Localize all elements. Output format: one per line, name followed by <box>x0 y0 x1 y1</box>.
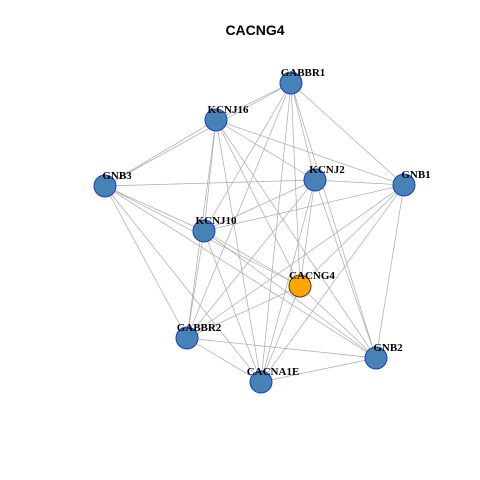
edge-gnb1-cacng4 <box>299 184 405 287</box>
node-gabbr2[interactable] <box>175 326 199 350</box>
edge-kcnj2-gnb2 <box>314 179 377 359</box>
node-kcnj2[interactable] <box>303 168 327 192</box>
edge-kcnj2-kcnj10 <box>203 179 316 232</box>
node-gnb3[interactable] <box>93 174 117 198</box>
edge-kcnj2-gnb3 <box>104 179 316 187</box>
edge-gnb3-gnb2 <box>104 185 377 359</box>
node-label-kcnj10: KCNJ10 <box>196 215 237 227</box>
edge-gnb2-cacna1e <box>260 357 377 383</box>
edge-gabbr2-gnb2 <box>186 337 377 359</box>
node-label-kcnj2: KCNJ2 <box>309 164 345 176</box>
node-label-gabbr1: GABBR1 <box>281 67 326 79</box>
edge-kcnj10-cacna1e <box>203 230 262 383</box>
edge-kcnj16-gnb1 <box>215 119 405 186</box>
edge-kcnj2-cacna1e <box>260 179 316 383</box>
edge-gnb3-gabbr2 <box>104 185 188 339</box>
edge-gabbr1-gnb3 <box>104 82 292 187</box>
node-label-gnb1: GNB1 <box>401 169 430 181</box>
edge-gabbr1-kcnj16 <box>215 82 292 121</box>
edge-kcnj16-gnb2 <box>215 119 377 359</box>
diagram-title: CACNG4 <box>225 22 284 38</box>
node-label-gnb2: GNB2 <box>373 342 403 354</box>
edge-gabbr1-gabbr2 <box>186 82 292 339</box>
edge-kcnj16-gnb3 <box>104 119 217 187</box>
edge-gnb1-gnb2 <box>375 184 405 359</box>
edge-kcnj2-cacng4 <box>299 179 316 287</box>
edge-gabbr1-gnb1 <box>290 82 405 186</box>
edge-gabbr1-gnb2 <box>290 82 377 359</box>
edge-kcnj10-gnb2 <box>203 230 377 359</box>
node-cacng4[interactable] <box>288 274 312 298</box>
edge-kcnj16-cacng4 <box>215 119 301 287</box>
edge-cacng4-cacna1e <box>260 285 301 383</box>
edge-gnb3-cacna1e <box>104 185 262 383</box>
node-layer <box>93 71 416 394</box>
node-gabbr1[interactable] <box>279 71 303 95</box>
edge-kcnj16-kcnj2 <box>215 119 316 181</box>
edge-kcnj10-gabbr2 <box>186 230 205 339</box>
node-label-cacng4: CACNG4 <box>289 270 335 282</box>
edge-gnb1-gabbr2 <box>186 184 405 339</box>
edge-gnb3-kcnj10 <box>104 185 205 232</box>
edge-gnb1-cacna1e <box>260 184 405 383</box>
edge-kcnj2-gabbr2 <box>186 179 316 339</box>
edge-kcnj10-cacng4 <box>203 230 301 287</box>
node-label-kcnj16: KCNJ16 <box>208 104 249 116</box>
edge-gabbr1-kcnj10 <box>203 82 292 232</box>
node-label-cacna1e: CACNA1E <box>247 366 300 378</box>
node-kcnj10[interactable] <box>192 219 216 243</box>
edge-gnb1-kcnj10 <box>203 184 405 232</box>
edge-kcnj16-kcnj10 <box>203 119 217 232</box>
edge-kcnj2-gnb1 <box>314 179 405 186</box>
edge-cacng4-gabbr2 <box>186 285 301 339</box>
node-cacna1e[interactable] <box>249 370 273 394</box>
node-label-gabbr2: GABBR2 <box>177 322 222 334</box>
node-gnb2[interactable] <box>364 346 388 370</box>
node-gnb1[interactable] <box>392 173 416 197</box>
edge-layer <box>104 82 405 383</box>
edge-cacng4-gnb2 <box>299 285 377 359</box>
node-kcnj16[interactable] <box>204 108 228 132</box>
edge-gabbr1-cacng4 <box>290 82 301 287</box>
node-label-gnb3: GNB3 <box>102 170 132 182</box>
edge-gabbr1-kcnj2 <box>290 82 316 181</box>
edge-gabbr2-cacna1e <box>186 337 262 383</box>
edge-gabbr1-cacna1e <box>260 82 292 383</box>
